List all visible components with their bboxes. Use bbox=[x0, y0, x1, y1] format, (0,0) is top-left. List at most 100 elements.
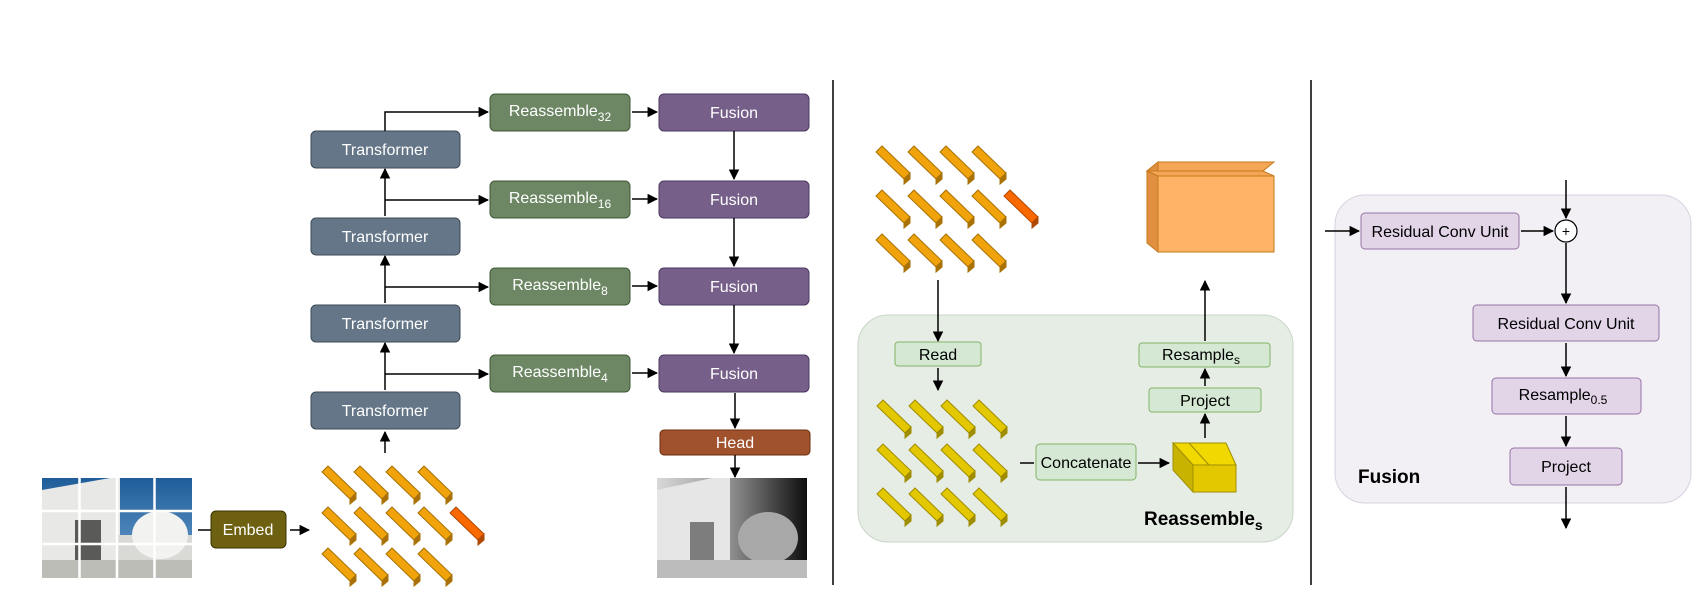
token bbox=[971, 233, 1007, 274]
token bbox=[321, 547, 357, 588]
fusion-block-1: Fusion bbox=[658, 93, 810, 132]
transformer-block-2: Transformer bbox=[310, 217, 461, 256]
embed-box: Embed bbox=[210, 510, 287, 549]
fusion-label: Fusion bbox=[710, 192, 758, 209]
token bbox=[876, 487, 912, 528]
token bbox=[939, 233, 975, 274]
token bbox=[417, 465, 453, 506]
fusion-panel bbox=[1334, 194, 1692, 504]
reassemble-label: Reassemble4 bbox=[512, 364, 608, 385]
token bbox=[417, 547, 453, 588]
concatenate-box: Concatenate bbox=[1035, 443, 1137, 481]
token bbox=[907, 233, 943, 274]
middle-panel: Read Concatenate Project Resamples bbox=[857, 145, 1294, 543]
output-depth-map bbox=[657, 478, 807, 578]
token bbox=[972, 487, 1008, 528]
reassemble-block-32: Reassemble32 bbox=[489, 93, 631, 132]
transformer-block-3: Transformer bbox=[310, 304, 461, 343]
token bbox=[971, 145, 1007, 186]
embed-label: Embed bbox=[223, 522, 274, 539]
resample-s-label: Resamples bbox=[1162, 347, 1240, 367]
token bbox=[972, 443, 1008, 484]
transformer-block-1: Transformer bbox=[310, 130, 461, 169]
token bbox=[385, 506, 421, 547]
fusion-project-label: Project bbox=[1541, 459, 1591, 476]
token bbox=[908, 487, 944, 528]
input-image bbox=[42, 478, 192, 578]
token bbox=[876, 443, 912, 484]
token bbox=[876, 399, 912, 440]
project-label: Project bbox=[1180, 393, 1230, 410]
token bbox=[353, 506, 389, 547]
reassemble-block-16: Reassemble16 bbox=[489, 180, 631, 219]
token bbox=[875, 189, 911, 230]
concatenate-label: Concatenate bbox=[1041, 455, 1132, 472]
token bbox=[321, 465, 357, 506]
branch-arrow-1 bbox=[384, 106, 490, 131]
token bbox=[940, 443, 976, 484]
resample-half-box: Resample0.5 bbox=[1491, 377, 1642, 415]
token-grid-read bbox=[876, 399, 1008, 528]
transformer-label: Transformer bbox=[342, 316, 429, 333]
token-grid-embedded bbox=[321, 465, 485, 588]
resample-s-box: Resamples bbox=[1138, 342, 1271, 368]
rcu-1-label: Residual Conv Unit bbox=[1372, 224, 1510, 241]
reassemble-panel bbox=[857, 314, 1294, 543]
fusion-block-4: Fusion bbox=[658, 354, 810, 393]
token bbox=[972, 399, 1008, 440]
photo-grid-icon: photo-grid-icon bbox=[0, 0, 7, 1]
token bbox=[939, 189, 975, 230]
project-box: Project bbox=[1148, 387, 1262, 413]
token-grid-input bbox=[875, 145, 1039, 274]
token bbox=[875, 233, 911, 274]
depth-map-icon: depth-map-icon bbox=[0, 0, 7, 1]
rcu-2-label: Residual Conv Unit bbox=[1498, 316, 1636, 333]
reassemble-block-8: Reassemble8 bbox=[489, 267, 631, 306]
token bbox=[907, 145, 943, 186]
fusion-label: Fusion bbox=[710, 105, 758, 122]
fusion-title: Fusion bbox=[1358, 467, 1420, 488]
concatenated-feature-cube bbox=[1171, 441, 1237, 494]
transformer-label: Transformer bbox=[342, 229, 429, 246]
resample-half-label: Resample0.5 bbox=[1519, 387, 1608, 407]
reassemble-label: Reassemble32 bbox=[509, 103, 612, 124]
token bbox=[907, 189, 943, 230]
readout-token bbox=[1003, 189, 1039, 230]
token bbox=[940, 487, 976, 528]
transformer-block-4: Transformer bbox=[310, 391, 461, 430]
fusion-block-3: Fusion bbox=[658, 267, 810, 306]
fusion-label: Fusion bbox=[710, 366, 758, 383]
token bbox=[385, 547, 421, 588]
residual-conv-unit-2: Residual Conv Unit bbox=[1472, 304, 1660, 342]
sum-node: + bbox=[1554, 219, 1578, 243]
token bbox=[353, 547, 389, 588]
token bbox=[385, 465, 421, 506]
transformer-label: Transformer bbox=[342, 142, 429, 159]
transformer-label: Transformer bbox=[342, 403, 429, 420]
token bbox=[939, 145, 975, 186]
read-box: Read bbox=[894, 341, 982, 367]
reassemble-block-4: Reassemble4 bbox=[489, 354, 631, 393]
token bbox=[908, 399, 944, 440]
token bbox=[417, 506, 453, 547]
residual-conv-unit-1: Residual Conv Unit bbox=[1360, 212, 1520, 250]
token bbox=[971, 189, 1007, 230]
plus-symbol: + bbox=[1562, 223, 1570, 239]
head-label: Head bbox=[716, 435, 754, 452]
token bbox=[940, 399, 976, 440]
token bbox=[321, 506, 357, 547]
right-panel: Residual Conv Unit + Residual Conv Unit … bbox=[1325, 180, 1692, 530]
reassemble-label: Reassemble8 bbox=[512, 277, 608, 298]
output-feature-cube bbox=[1145, 160, 1276, 254]
head-box: Head bbox=[659, 429, 811, 456]
token bbox=[875, 145, 911, 186]
readout-token bbox=[449, 506, 485, 547]
left-panel: photo-grid-icon Embed TransformerTransfo… bbox=[0, 0, 811, 588]
fusion-block-2: Fusion bbox=[658, 180, 810, 219]
fusion-project-box: Project bbox=[1509, 447, 1623, 486]
token bbox=[908, 443, 944, 484]
fusion-label: Fusion bbox=[710, 279, 758, 296]
reassemble-title: Reassembles bbox=[1144, 509, 1263, 533]
reassemble-label: Reassemble16 bbox=[509, 190, 612, 211]
